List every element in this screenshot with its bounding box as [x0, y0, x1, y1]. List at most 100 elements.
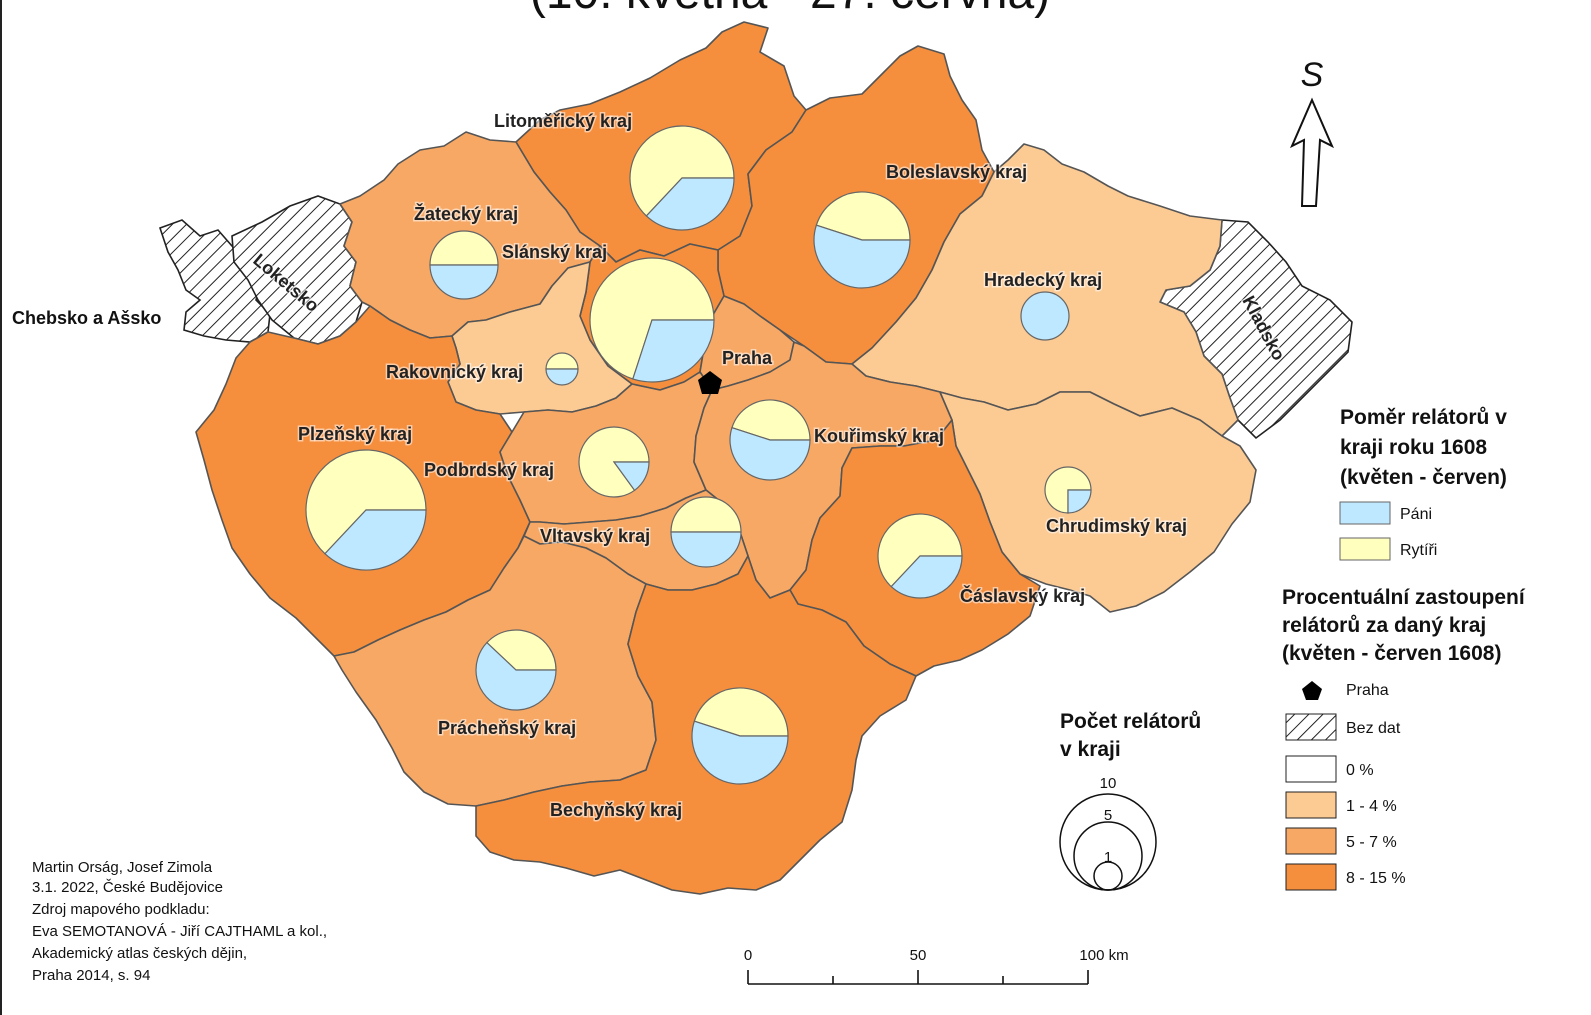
scale-bar: 0 50 100 km [744, 947, 1129, 985]
legend-swatch-rytiri [1339, 537, 1391, 561]
legend-count-title-1: Počet relátorů [1060, 710, 1201, 733]
pie-chart[interactable] [729, 399, 811, 481]
credits-line-2: 3.1. 2022, České Budějovice [32, 879, 223, 896]
label-plzensky: Plzeňský kraj [298, 424, 412, 444]
pie-slice-rytiri [545, 352, 579, 370]
pie-chart[interactable] [475, 629, 557, 711]
scale-label-0: 0 [744, 947, 752, 964]
pie-slice-pani [632, 319, 715, 383]
label-rakovnicky: Rakovnický kraj [386, 362, 523, 382]
pie-chart[interactable] [589, 257, 715, 383]
label-praha: Praha [722, 348, 773, 368]
pie-slice-rytiri [1044, 466, 1092, 514]
pie-layer [305, 125, 1092, 785]
pie-slice-pani [729, 426, 811, 481]
pie-chart[interactable] [305, 449, 427, 571]
legend-count-circle-1 [1093, 861, 1123, 891]
legend-share-title-1: Procentuální zastoupení [1282, 586, 1526, 609]
pie-chart[interactable] [691, 687, 789, 785]
credits-line-4: Eva SEMOTANOVÁ - Jiří CAJTHAML a kol., [32, 923, 327, 940]
pie-slice-rytiri [589, 257, 715, 380]
pie-slice-rytiri [429, 230, 499, 266]
pie-slice-pani [545, 368, 579, 386]
pie-chart[interactable] [813, 191, 911, 289]
pie-slice-rytiri [693, 687, 789, 737]
legend-swatch-1-4 [1285, 791, 1337, 819]
pie-chart[interactable] [429, 230, 499, 300]
label-slansky: Slánský kraj [502, 242, 607, 262]
pie-slice-rytiri [731, 399, 811, 441]
label-chebsko: Chebsko a Ašsko [12, 308, 161, 328]
legend-swatch-pani [1339, 501, 1391, 525]
legend-swatch-5-7 [1285, 827, 1337, 855]
pie-slice-pani [645, 177, 735, 231]
pie-chart[interactable] [1020, 291, 1070, 341]
pie-slice-pani [475, 641, 557, 711]
credits-line-5: Akademický atlas českých dějin, [32, 945, 247, 962]
legend-ratio-title-1: Poměr relátorů v [1340, 406, 1507, 429]
legend-label-bezdat: Bez dat [1346, 720, 1401, 737]
credits-line-6: Praha 2014, s. 94 [32, 967, 150, 984]
credits: Martin Orság, Josef Zimola 3.1. 2022, Če… [32, 859, 327, 984]
pie-slice-rytiri [305, 449, 427, 555]
legend-praha-icon [1302, 681, 1322, 700]
legend-swatch-0 [1285, 755, 1337, 783]
label-chrudimsky: Chrudimský kraj [1046, 516, 1187, 536]
legend-label-praha: Praha [1346, 682, 1389, 699]
label-boleslavsky: Boleslavský kraj [886, 162, 1027, 182]
pie-chart[interactable] [545, 352, 579, 386]
label-zatecky: Žatecký kraj [414, 203, 518, 224]
north-arrow-icon [1289, 97, 1335, 207]
scale-label-50: 50 [910, 947, 927, 964]
praha-marker-icon[interactable] [698, 371, 722, 394]
north-arrow-label: S [1301, 56, 1324, 94]
legend-ratio-title-3: (květen - červen) [1340, 466, 1507, 489]
scale-label-100: 100 km [1079, 947, 1128, 964]
legend-share: Procentuální zastoupení relátorů za daný… [1282, 586, 1526, 891]
label-bechynsky: Bechyňský kraj [550, 800, 682, 820]
legend-count-label-10: 10 [1100, 775, 1117, 792]
credits-line-3: Zdroj mapového podkladu: [32, 901, 210, 918]
label-vltavsky: Vltavský kraj [540, 526, 650, 546]
legend-count-label-1: 1 [1104, 849, 1112, 866]
credits-line-1: Martin Orság, Josef Zimola [32, 859, 213, 876]
pie-slice-rytiri [485, 629, 557, 671]
pie-slice-pani [890, 555, 963, 599]
pie-slice-rytiri [877, 513, 963, 588]
legend-label-8-15: 8 - 15 % [1346, 870, 1406, 887]
legend-share-title-3: (květen - červen 1608) [1282, 642, 1501, 665]
map-title-fragment: (10. května - 27. června) [530, 0, 1050, 19]
label-podbrdsky: Podbrdský kraj [424, 460, 554, 480]
pie-slice-pani [429, 264, 499, 300]
legend-label-5-7: 5 - 7 % [1346, 834, 1397, 851]
legend-count: Počet relátorů v kraji 10 5 1 [1059, 710, 1201, 891]
pie-slice-pani [324, 509, 427, 571]
legend-ratio-title-2: kraji roku 1608 [1340, 436, 1487, 459]
label-prachensky: Prácheňský kraj [438, 718, 576, 738]
pie-chart[interactable] [877, 513, 963, 599]
legend-share-title-2: relátorů za daný kraj [1282, 614, 1486, 637]
pie-slice-pani [691, 720, 789, 785]
pie-slice-pani [1067, 489, 1092, 514]
pie-slice-pani [612, 461, 650, 492]
legend-label-0: 0 % [1346, 762, 1374, 779]
north-arrow: S [1289, 56, 1335, 207]
pie-slice-pani [1020, 291, 1070, 341]
legend-label-1-4: 1 - 4 % [1346, 798, 1397, 815]
pie-chart[interactable] [1044, 466, 1092, 514]
pie-slice-rytiri [815, 191, 911, 241]
label-kourimsky: Kouřimský kraj [814, 426, 944, 446]
legend-label-rytiri: Rytíři [1400, 542, 1437, 559]
legend-count-title-2: v kraji [1060, 738, 1121, 761]
pie-chart[interactable] [629, 125, 735, 231]
label-litomericky: Litoměřický kraj [494, 111, 632, 131]
legend-count-label-5: 5 [1104, 807, 1112, 824]
legend-swatch-bezdat [1285, 713, 1337, 741]
legend-swatch-8-15 [1285, 863, 1337, 891]
label-hradecky: Hradecký kraj [984, 270, 1102, 290]
pie-chart[interactable] [578, 426, 650, 498]
legend-label-pani: Páni [1400, 506, 1432, 523]
pie-chart[interactable] [670, 496, 742, 568]
